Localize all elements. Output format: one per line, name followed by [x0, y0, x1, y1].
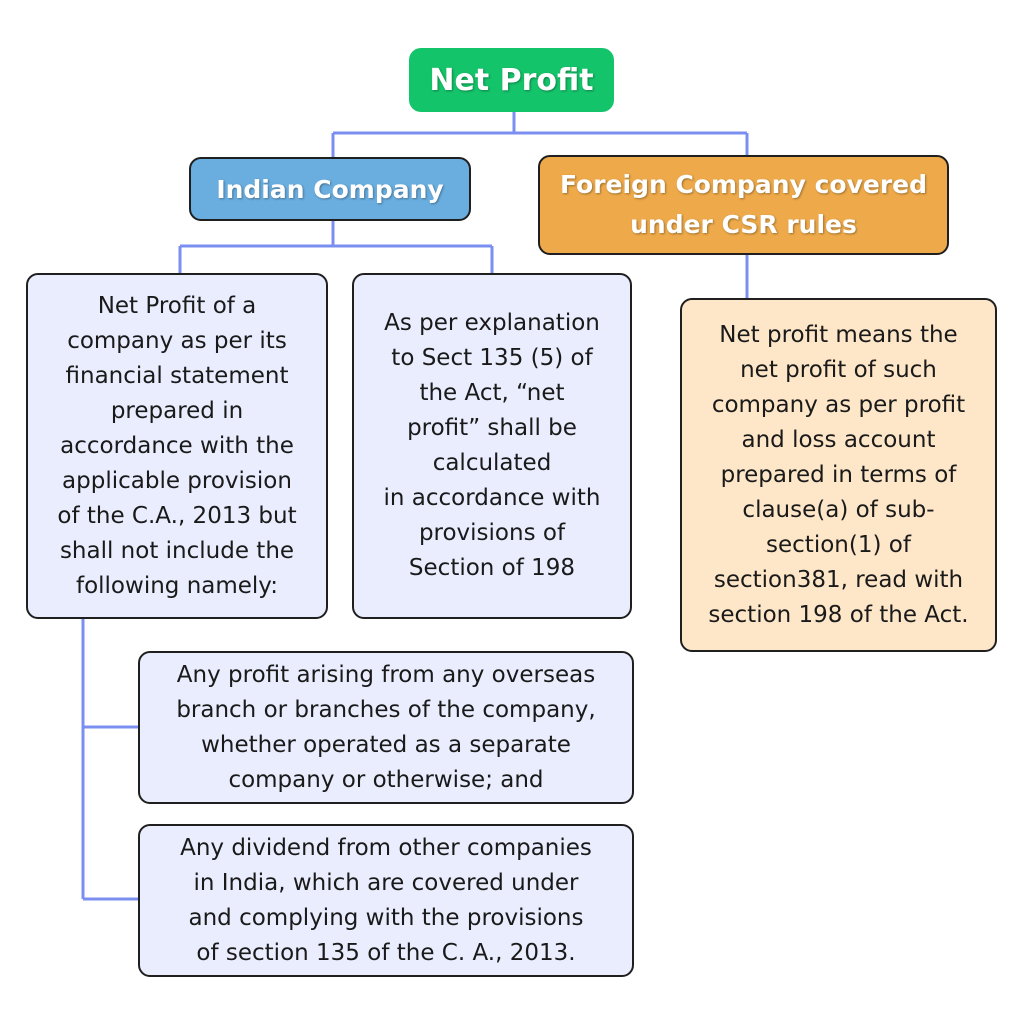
dividend-exclusion-box: Any dividend from other companies in Ind… [138, 824, 634, 977]
indian-company-node: Indian Company [189, 157, 471, 221]
indian-net-profit-definition-box: Net Profit of a company as per its finan… [26, 273, 328, 619]
indian-net-profit-definition-text: Net Profit of a company as per its finan… [57, 292, 297, 599]
foreign-net-profit-definition-box: Net profit means the net profit of such … [680, 298, 997, 652]
net-profit-label: Net Profit [429, 62, 594, 98]
section-135-explanation-text: As per explanation to Sect 135 (5) of th… [383, 310, 601, 581]
foreign-company-label: Foreign Company covered under CSR rules [559, 170, 928, 239]
foreign-net-profit-definition-text: Net profit means the net profit of such … [708, 321, 969, 628]
connector-exclusions [81, 619, 138, 901]
connector-root-to-categories [331, 112, 749, 157]
section-135-explanation-box: As per explanation to Sect 135 (5) of th… [352, 273, 632, 619]
overseas-branch-exclusion-text: Any profit arising from any overseas bra… [176, 661, 596, 793]
connector-indian-to-boxes [178, 221, 494, 273]
dividend-exclusion-text: Any dividend from other companies in Ind… [180, 834, 592, 966]
indian-company-label: Indian Company [216, 174, 444, 204]
net-profit-node: Net Profit [409, 48, 614, 112]
overseas-branch-exclusion-box: Any profit arising from any overseas bra… [138, 651, 634, 804]
foreign-company-node: Foreign Company covered under CSR rules [538, 155, 949, 255]
